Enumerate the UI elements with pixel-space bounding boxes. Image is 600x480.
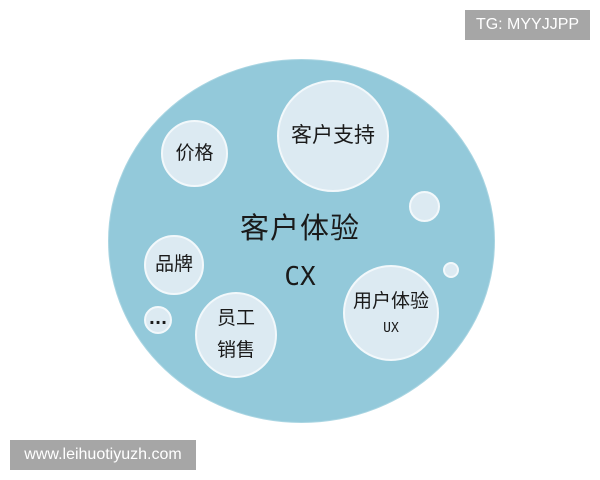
- diagram-subtitle: CX: [284, 262, 316, 292]
- bubble-price: 价格: [161, 120, 228, 187]
- ellipsis-icon: ...: [148, 308, 168, 328]
- bubble-brand: 品牌: [144, 235, 204, 295]
- bubble-empty-medium: [409, 191, 440, 222]
- bubble-label-line-1: 员工: [216, 307, 255, 330]
- bubble-label: 客户支持: [291, 123, 375, 148]
- bubble-more: ...: [144, 306, 172, 334]
- bubble-label: 品牌: [154, 253, 193, 276]
- bubble-customer-support: 客户支持: [277, 80, 389, 192]
- bubble-label-line-2: 销售: [216, 339, 255, 361]
- watermark-bottom-left: www.leihuotiyuzh.com: [10, 440, 196, 470]
- watermark-top-right: TG: MYYJJPP: [465, 10, 590, 40]
- diagram-title: 客户体验: [239, 211, 360, 245]
- bubble-empty-small: [443, 262, 459, 278]
- bubble-label: 价格: [175, 141, 214, 164]
- bubble-employee-sales: 员工 销售: [195, 292, 277, 378]
- bubble-label: 用户体验: [352, 289, 429, 312]
- bubble-sub-label: UX: [383, 321, 399, 337]
- bubble-user-experience: 用户体验 UX: [343, 265, 439, 361]
